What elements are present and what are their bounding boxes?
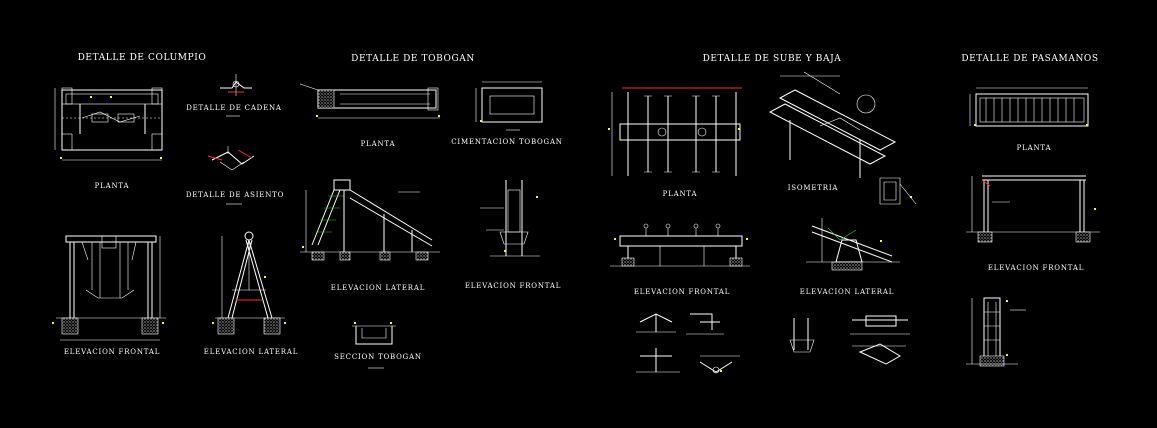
title-pasamanos: DETALLE DE PASAMANOS <box>961 54 1098 64</box>
tobogan-elevacion-frontal-drawing <box>480 180 540 257</box>
tobogan-cimentacion-drawing <box>475 81 543 131</box>
pasamanos-planta-label: PLANTA <box>1017 144 1052 152</box>
pasamanos-lateral-drawing <box>966 297 1026 367</box>
tobogan-elevacion-lateral-label: ELEVACION LATERAL <box>331 284 425 292</box>
title-columpio: DETALLE DE COLUMPIO <box>78 53 207 63</box>
pasamanos-elevacion-frontal-drawing <box>966 175 1100 243</box>
tobogan-cimentacion-label: CIMENTACION TOBOGAN <box>451 138 562 146</box>
title-tobogan: DETALLE DE TOBOGAN <box>351 54 475 64</box>
columpio-cadena-drawing <box>220 74 252 117</box>
sube-baja-isometria-drawing <box>768 71 917 205</box>
tobogan-seccion-drawing <box>352 322 396 369</box>
tobogan-planta-label: PLANTA <box>361 140 396 148</box>
tobogan-planta-drawing <box>299 83 440 119</box>
columpio-elevacion-lateral-drawing <box>212 231 286 335</box>
title-sube-baja: DETALLE DE SUBE Y BAJA <box>703 54 842 64</box>
columpio-asiento-drawing <box>207 146 255 205</box>
sube-baja-elevacion-frontal-drawing <box>610 223 750 267</box>
sube-baja-elevacion-lateral-drawing <box>806 218 900 271</box>
columpio-planta-drawing <box>54 87 163 161</box>
sube-baja-planta-label: PLANTA <box>663 190 698 198</box>
tobogan-elevacion-frontal-label: ELEVACION FRONTAL <box>465 282 561 290</box>
columpio-elevacion-lateral-label: ELEVACION LATERAL <box>204 348 298 356</box>
sube-baja-planta-drawing <box>608 87 742 176</box>
pasamanos-elevacion-frontal-label: ELEVACION FRONTAL <box>988 264 1084 272</box>
tobogan-seccion-label: SECCION TOBOGAN <box>334 353 422 361</box>
columpio-cadena-label: DETALLE DE CADENA <box>186 104 282 112</box>
sube-baja-elevacion-lateral-label: ELEVACION LATERAL <box>800 288 894 296</box>
sube-baja-isometria-label: ISOMETRIA <box>788 184 839 192</box>
columpio-asiento-label: DETALLE DE ASIENTO <box>186 191 284 199</box>
columpio-elevacion-frontal-drawing <box>52 235 166 341</box>
columpio-planta-label: PLANTA <box>95 182 130 190</box>
tobogan-elevacion-lateral-drawing <box>300 179 440 261</box>
pasamanos-planta-drawing <box>969 87 1089 127</box>
sube-baja-details-drawing <box>636 313 910 374</box>
sube-baja-elevacion-frontal-label: ELEVACION FRONTAL <box>634 288 730 296</box>
columpio-elevacion-frontal-label: ELEVACION FRONTAL <box>64 348 160 356</box>
